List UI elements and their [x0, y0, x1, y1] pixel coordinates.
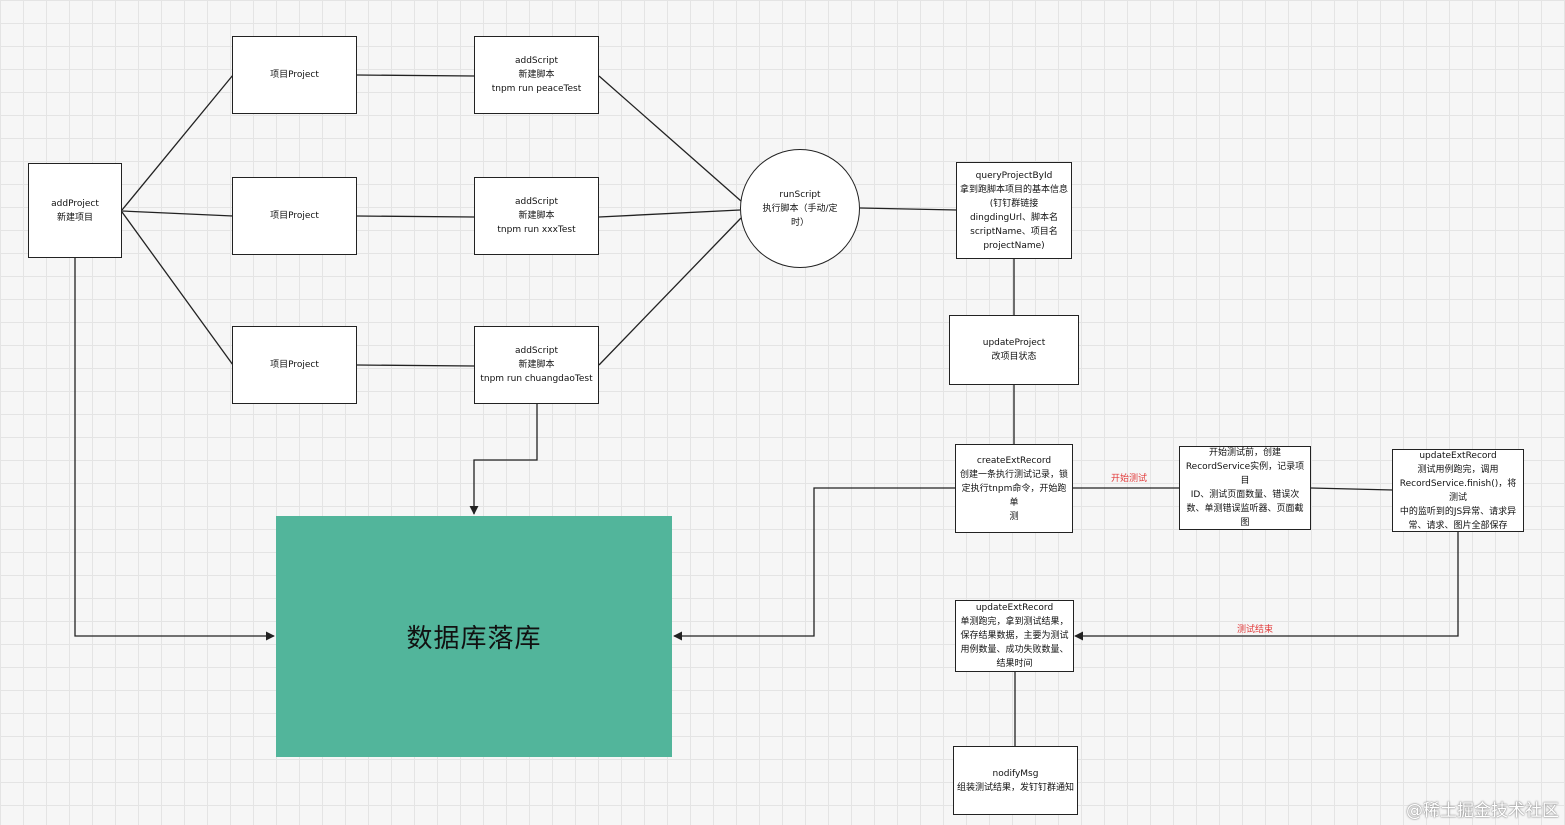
- project-node-1[interactable]: 项目Project: [232, 36, 357, 114]
- edge-label-start-test: 开始测试: [1111, 474, 1148, 484]
- update-ext-record-text-2: updateExtRecord 单测跑完，拿到测试结果， 保存结果数据，主要为测…: [960, 603, 1069, 669]
- update-ext-record-node-2[interactable]: updateExtRecord 单测跑完，拿到测试结果， 保存结果数据，主要为测…: [955, 600, 1074, 672]
- edge-project1-script1: [356, 74, 475, 77]
- edge-runscript-query: [859, 207, 958, 211]
- before-test-text: 开始测试前，创建 RecordService实例，记录项目 ID、测试页面数量、…: [1185, 448, 1305, 528]
- notify-msg-text: nodifyMsg 组装测试结果，发钉钉群通知: [957, 768, 1075, 793]
- edge-script2-runscript: [598, 209, 741, 218]
- add-script-text-1: addScript 新建脚本 tnpm run peaceTest: [491, 56, 582, 94]
- edge-project3-script3: [356, 364, 475, 367]
- edge-beforetest-updaterecord1: [1310, 487, 1394, 491]
- add-script-text-3: addScript 新建脚本 tnpm run chuangdaoTest: [480, 346, 593, 384]
- create-ext-record-node[interactable]: createExtRecord 创建一条执行测试记录，锁 定执行tnpm命令，开…: [955, 444, 1073, 533]
- update-project-text: updateProject 改项目状态: [982, 338, 1046, 362]
- query-project-text: queryProjectById 拿到跑脚本项目的基本信息 (钉钉群链接 din…: [960, 170, 1069, 251]
- edge-addproject-database: [74, 258, 275, 641]
- edge-addproject-project2: [121, 210, 234, 217]
- add-project-text: addProject 新建项目: [51, 198, 99, 223]
- query-project-node[interactable]: queryProjectById 拿到跑脚本项目的基本信息 (钉钉群链接 din…: [956, 162, 1072, 259]
- update-ext-record-node-1[interactable]: updateExtRecord 测试用例跑完，调用 RecordService.…: [1392, 449, 1524, 532]
- add-script-node-1[interactable]: addScript 新建脚本 tnpm run peaceTest: [474, 36, 599, 114]
- update-project-node[interactable]: updateProject 改项目状态: [949, 315, 1079, 385]
- edge-updaterecord1-updaterecord2: [1074, 531, 1459, 641]
- edge-addproject-project3: [121, 211, 234, 366]
- edge-script1-runscript: [598, 75, 742, 202]
- project-node-3[interactable]: 项目Project: [232, 326, 357, 404]
- watermark: @稀土掘金技术社区: [1406, 801, 1559, 821]
- edge-createrecord-database: [673, 487, 956, 641]
- edge-addproject-project1: [121, 74, 234, 211]
- database-text: 数据库落库: [406, 624, 542, 654]
- add-script-node-2[interactable]: addScript 新建脚本 tnpm run xxxTest: [474, 177, 599, 255]
- edge-project2-script2: [356, 215, 475, 218]
- project-node-2[interactable]: 项目Project: [232, 177, 357, 255]
- run-script-text: runScript 执行脚本（手动/定 时）: [762, 189, 838, 228]
- add-project-node[interactable]: addProject 新建项目: [28, 163, 122, 258]
- add-script-text-2: addScript 新建脚本 tnpm run xxxTest: [497, 197, 576, 235]
- update-ext-record-text-1: updateExtRecord 测试用例跑完，调用 RecordService.…: [1399, 450, 1517, 531]
- add-script-node-3[interactable]: addScript 新建脚本 tnpm run chuangdaoTest: [474, 326, 599, 404]
- run-script-node[interactable]: runScript 执行脚本（手动/定 时）: [740, 149, 860, 268]
- notify-msg-node[interactable]: nodifyMsg 组装测试结果，发钉钉群通知: [953, 746, 1078, 815]
- project-text-3: 项目Project: [270, 360, 319, 370]
- edge-label-test-end: 测试结束: [1237, 625, 1274, 635]
- project-text-1: 项目Project: [270, 70, 319, 80]
- database-node[interactable]: 数据库落库: [276, 516, 672, 757]
- edge-script3-runscript: [598, 217, 742, 366]
- before-test-node[interactable]: 开始测试前，创建 RecordService实例，记录项目 ID、测试页面数量、…: [1179, 446, 1311, 530]
- edge-script3-database: [469, 404, 538, 515]
- create-ext-record-text: createExtRecord 创建一条执行测试记录，锁 定执行tnpm命令，开…: [959, 455, 1068, 522]
- project-text-2: 项目Project: [270, 211, 319, 221]
